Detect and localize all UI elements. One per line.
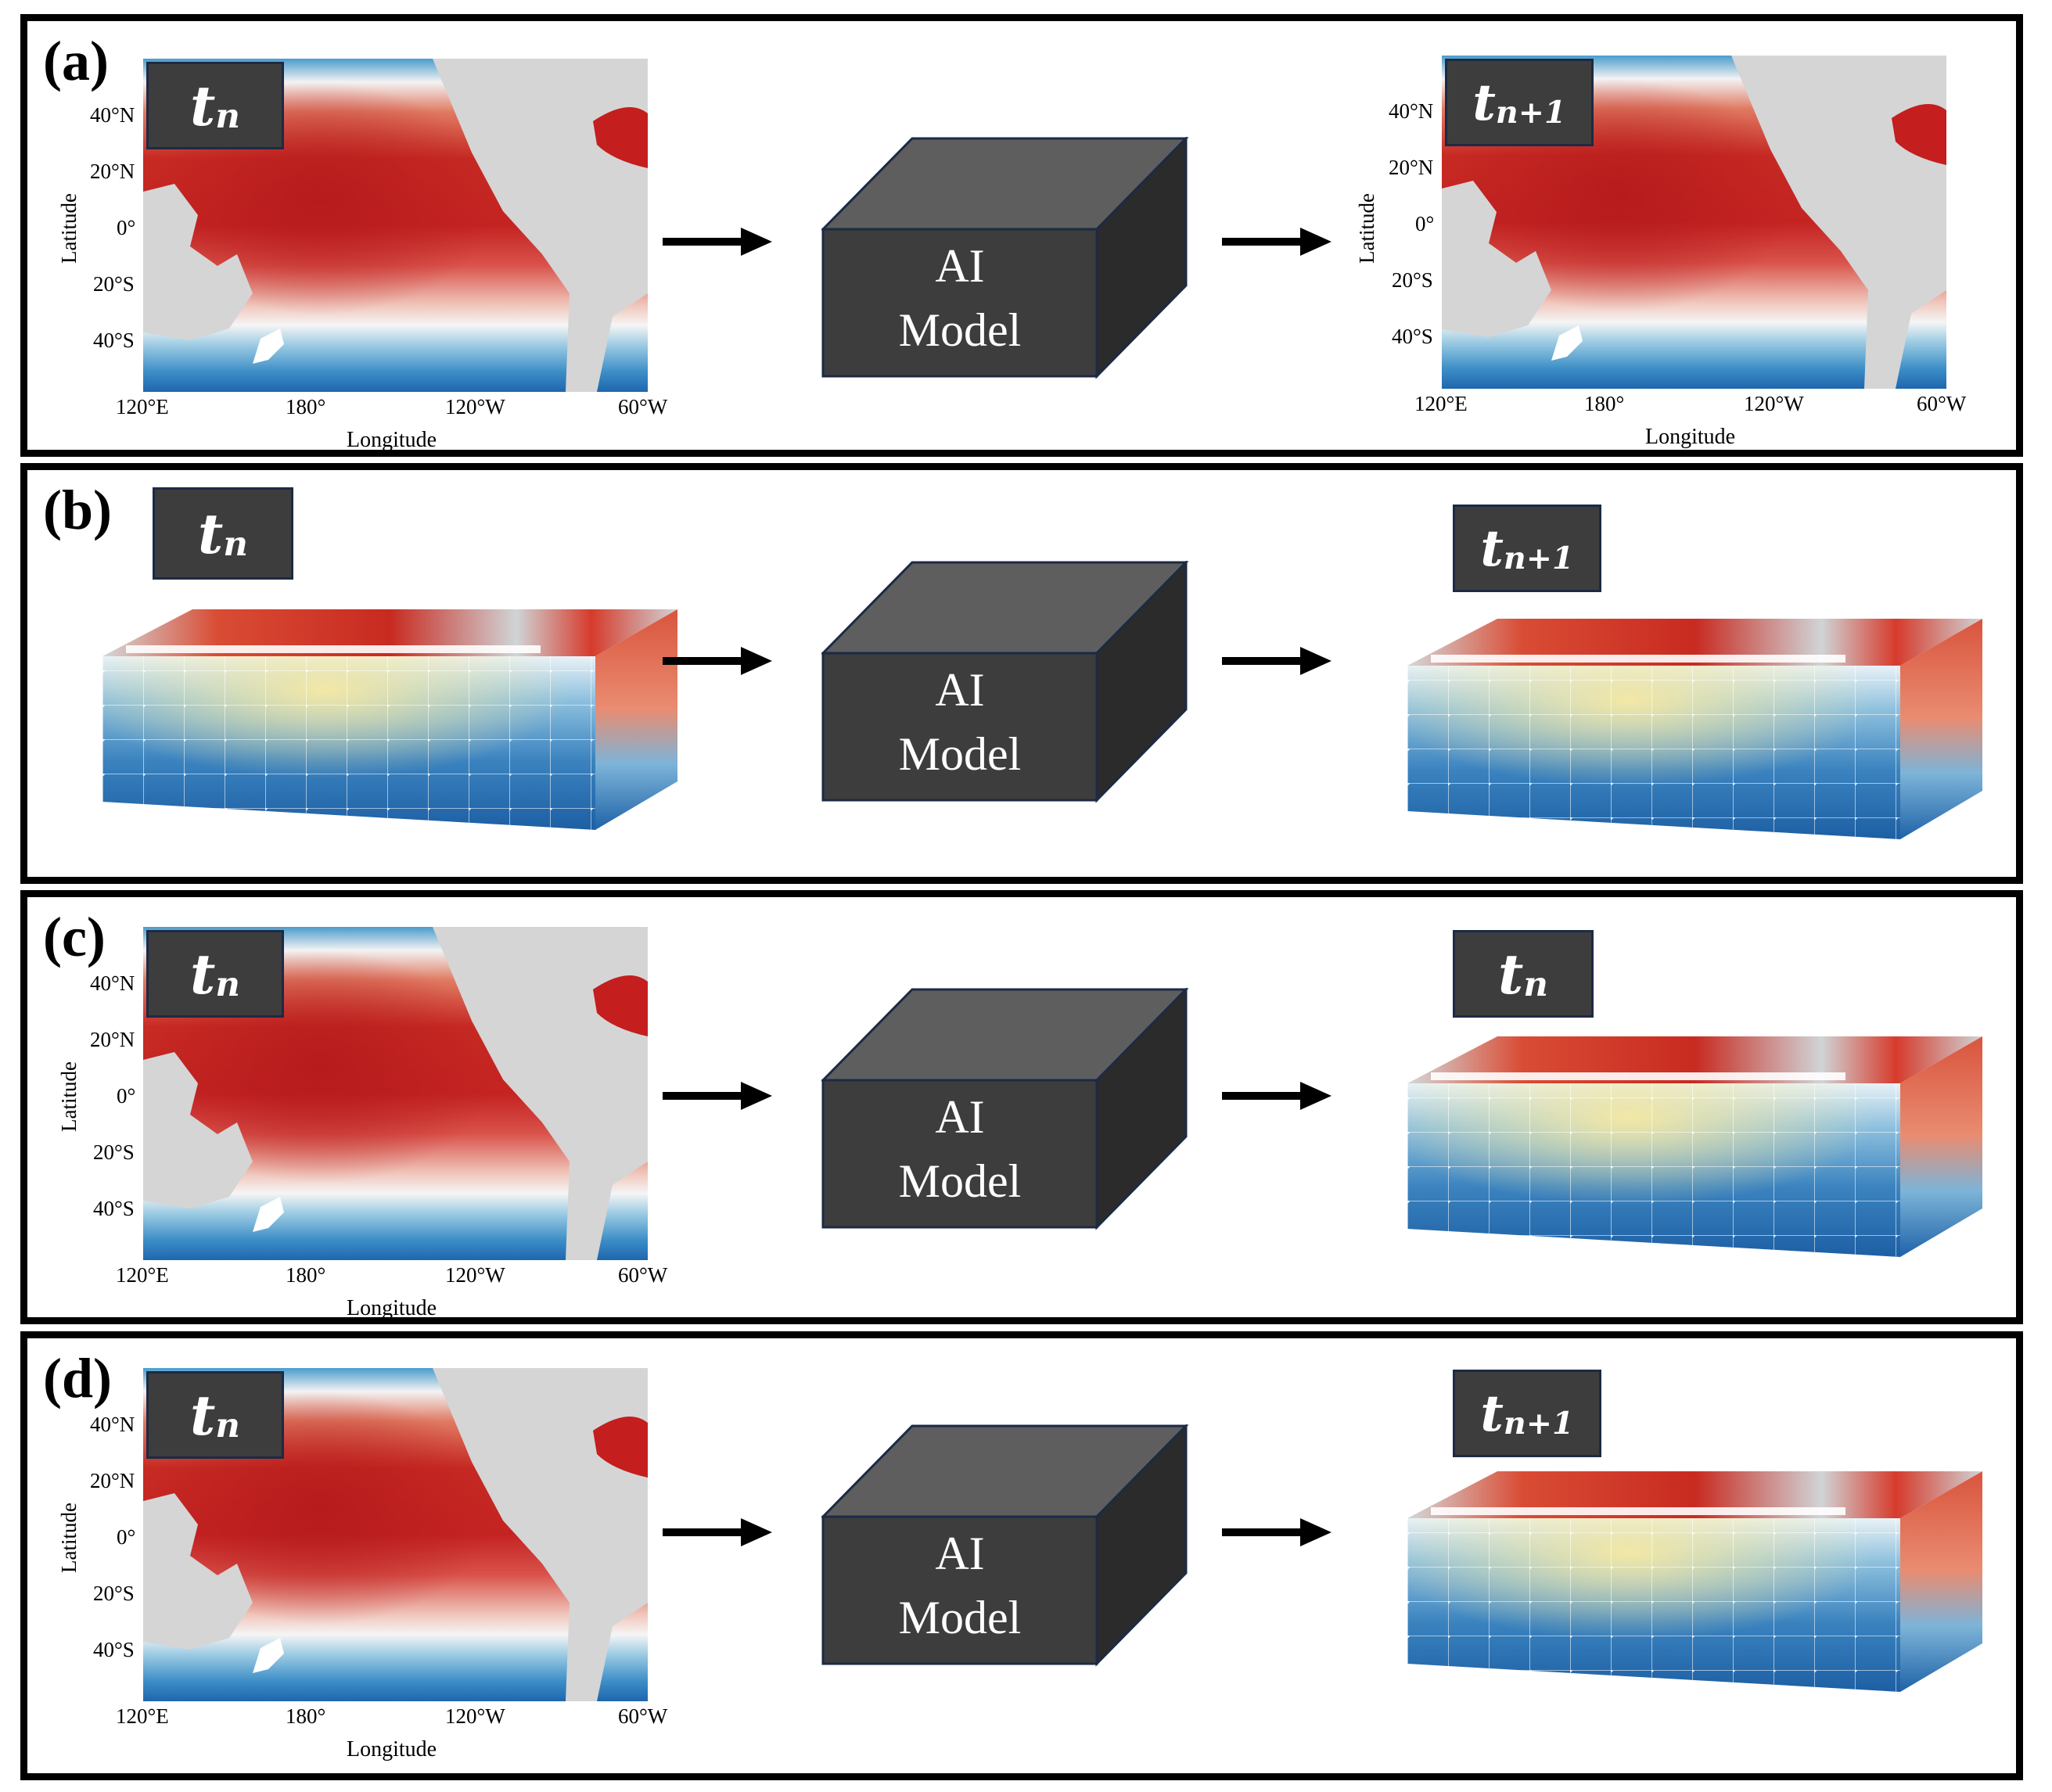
lon-tick: 180° — [286, 1704, 326, 1728]
lat-tick: 40°N — [90, 103, 135, 127]
longitude-label: Longitude — [347, 1737, 437, 1761]
lat-tick: 20°N — [1389, 156, 1434, 179]
lon-tick: 120°W — [1744, 392, 1804, 415]
ai-model-box — [821, 1424, 1189, 1667]
panel-a: (a) Latitude 40°N 20°N 0° 20°S 40°S 120°… — [20, 14, 2023, 457]
lat-tick: 20°S — [93, 1140, 135, 1164]
ocean-3d-cube-output — [1407, 1036, 1982, 1257]
lat-tick: 0° — [117, 1084, 136, 1108]
latitude-label: Latitude — [57, 1503, 81, 1573]
lat-tick: 40°N — [90, 971, 135, 995]
lat-tick: 20°S — [93, 272, 135, 296]
ocean-3d-cube-output — [1407, 1471, 1982, 1692]
lon-tick: 120°W — [445, 1263, 505, 1287]
sst-map-input — [143, 927, 648, 1260]
panel-label: (b) — [43, 479, 112, 541]
lat-tick: 20°S — [1392, 268, 1433, 292]
arrow-right-icon — [1222, 228, 1331, 256]
lat-tick: 20°S — [93, 1582, 135, 1605]
longitude-label: Longitude — [1645, 425, 1736, 449]
lat-tick: 40°S — [93, 329, 135, 352]
lon-tick: 180° — [286, 395, 326, 418]
lon-tick: 60°W — [618, 1704, 668, 1728]
lat-tick: 20°N — [90, 1469, 135, 1492]
panel-label: (c) — [43, 906, 106, 968]
lat-tick: 0° — [1415, 212, 1435, 235]
lat-tick: 40°S — [1392, 325, 1433, 348]
ai-model-box — [821, 988, 1189, 1230]
longitude-label: Longitude — [347, 428, 437, 452]
ocean-3d-cube-output — [1407, 619, 1982, 839]
latitude-label: Latitude — [57, 193, 81, 264]
lon-tick: 120°E — [1414, 392, 1468, 415]
latitude-label: Latitude — [57, 1061, 81, 1132]
lat-tick: 40°S — [93, 1638, 135, 1661]
lat-tick: 0° — [117, 1525, 136, 1549]
arrow-right-icon — [1222, 647, 1331, 675]
panel-label: (a) — [43, 30, 109, 92]
lon-tick: 60°W — [618, 395, 668, 418]
lat-tick: 20°N — [90, 160, 135, 183]
lat-tick: 0° — [117, 216, 136, 239]
ai-model-box — [821, 137, 1189, 379]
panel-c: (c) Latitude 40°N 20°N 0° 20°S 40°S 120°… — [20, 890, 2023, 1324]
arrow-right-icon — [663, 1518, 772, 1546]
arrow-right-icon — [1222, 1518, 1331, 1546]
lon-tick: 120°E — [116, 1263, 169, 1287]
lat-tick: 40°N — [1389, 99, 1434, 123]
longitude-label: Longitude — [347, 1296, 437, 1320]
lon-tick: 120°W — [445, 395, 505, 418]
arrow-right-icon — [663, 1082, 772, 1110]
panel-d: (d) Latitude 40°N 20°N 0° 20°S 40°S 120°… — [20, 1331, 2023, 1780]
lon-tick: 120°E — [116, 395, 169, 418]
lon-tick: 120°E — [116, 1704, 169, 1728]
arrow-right-icon — [1222, 1082, 1331, 1110]
lat-tick: 40°N — [90, 1413, 135, 1436]
ai-model-box — [821, 561, 1189, 803]
lat-tick: 20°N — [90, 1028, 135, 1051]
lon-tick: 60°W — [1917, 392, 1967, 415]
sst-map-output — [1442, 56, 1946, 389]
lon-tick: 120°W — [445, 1704, 505, 1728]
latitude-label: Latitude — [1355, 193, 1378, 264]
lon-tick: 180° — [1584, 392, 1625, 415]
ocean-3d-cube-input — [102, 609, 677, 830]
arrow-right-icon — [663, 647, 772, 675]
lat-tick: 40°S — [93, 1197, 135, 1220]
arrow-right-icon — [663, 228, 772, 256]
lon-tick: 60°W — [618, 1263, 668, 1287]
lon-tick: 180° — [286, 1263, 326, 1287]
panel-label: (d) — [43, 1347, 112, 1410]
